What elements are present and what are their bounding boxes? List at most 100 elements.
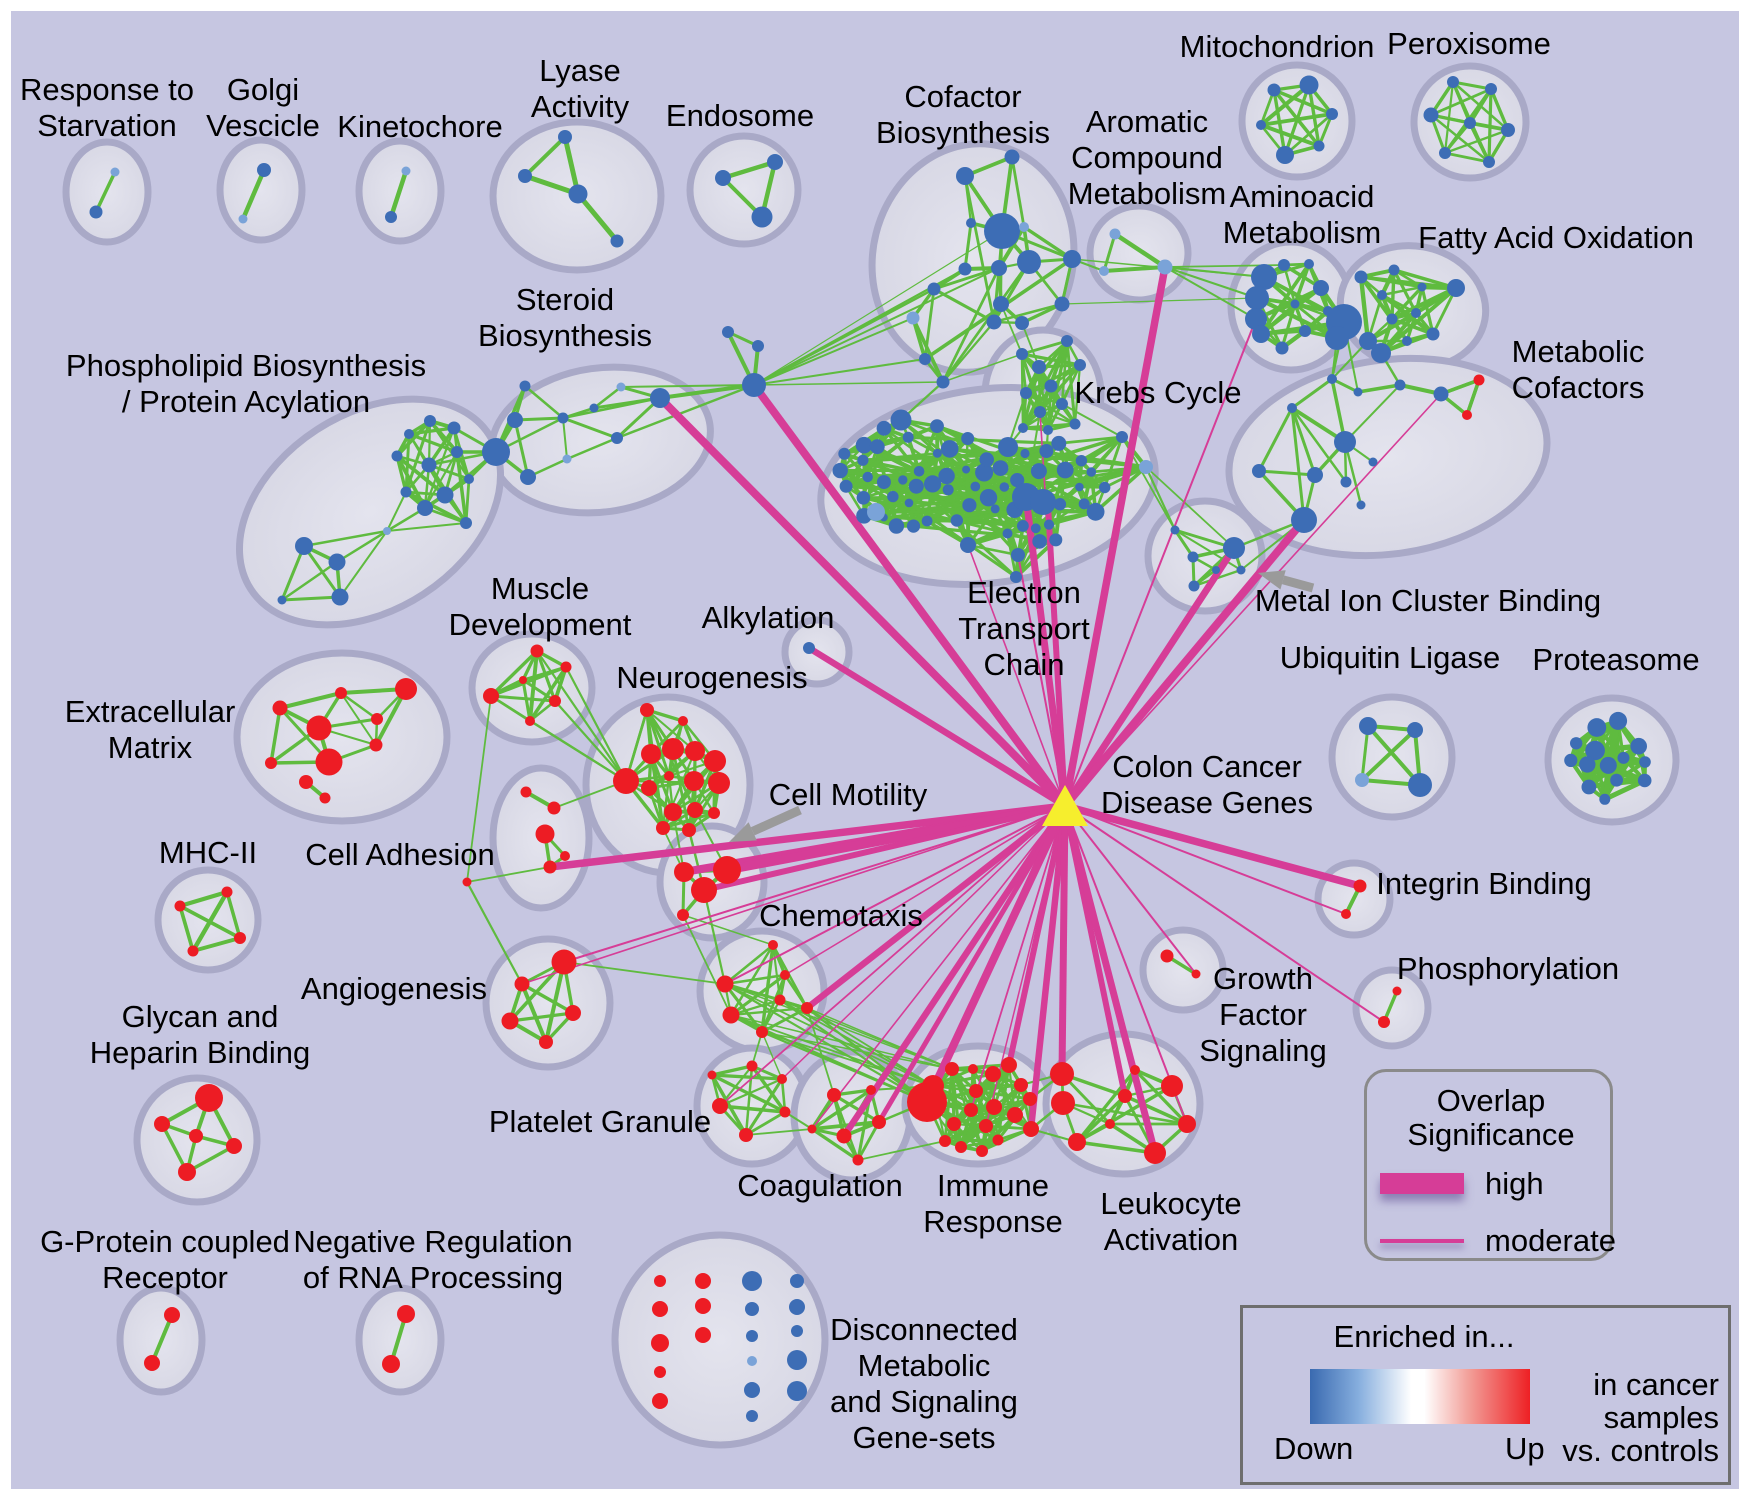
cluster-label-aminoacid-metabolism: Aminoacid [1230, 179, 1375, 214]
gene-set-node-immune-response [964, 1103, 978, 1117]
edge-peroxisome [1443, 121, 1472, 155]
gene-set-node-aminoacid-metabolism [1245, 286, 1269, 310]
edge-cofactor-biosynthesis [941, 320, 996, 384]
edge-phospholipid-biosynthesis [428, 419, 471, 481]
gene-set-node-cofactor-biosynthesis [906, 311, 920, 325]
green-link [466, 695, 492, 883]
edge-metabolic-cofactors [1257, 469, 1317, 477]
hub-label: Disease Genes [1101, 785, 1313, 820]
gene-set-node-integrin-binding [1353, 879, 1367, 893]
gene-set-node-neurogenesis [640, 703, 654, 717]
gene-set-node-electron-transport-chain [1020, 448, 1030, 459]
gene-set-node-immune-response [979, 1119, 993, 1133]
gene-set-node-extracellular-matrix [306, 715, 332, 741]
green-link [753, 358, 926, 386]
gene-set-node-angiogenesis [565, 1005, 581, 1021]
colon-cancer-disease-genes-node [1042, 785, 1088, 826]
gene-set-node-phosphorylation [1392, 986, 1402, 996]
gene-set-node-disconnected-gene-sets [745, 1302, 759, 1316]
cluster-label-extracellular-matrix: Extracellular [65, 694, 236, 729]
cluster-label-coagulation: Coagulation [737, 1168, 902, 1203]
gene-set-node-phospholipid-biosynthesis [277, 595, 287, 605]
gene-set-node-neurogenesis [664, 803, 682, 821]
gene-set-node-fatty-acid-oxidation [1371, 343, 1391, 363]
gene-set-node-aminoacid-metabolism [1299, 325, 1311, 337]
gene-set-node-metal-ion-cluster-binding [1170, 525, 1180, 535]
gene-set-node-muscle-development [560, 661, 572, 673]
overlap-edge-moderate [1064, 805, 1347, 915]
overlap-edge-high [1027, 805, 1069, 1130]
overlap-edge-moderate [1064, 393, 1442, 807]
gene-set-node-electron-transport-chain [998, 437, 1018, 457]
gene-set-node-coagulation [827, 1088, 841, 1102]
legend-overlap-title-line2: Significance [1407, 1117, 1575, 1152]
gene-set-node-leukocyte-activation [1178, 1115, 1196, 1133]
overlap-edge-moderate [811, 805, 1066, 1130]
edge-mitochondrion [1259, 123, 1321, 148]
gene-set-node-kinetochore [385, 211, 397, 223]
gene-set-node-neurogenesis [641, 744, 661, 764]
cluster-bubble-golgi-vescicle [216, 136, 306, 244]
edge-peroxisome [1489, 87, 1510, 132]
gene-set-node-steroid-biosynthesis [557, 412, 569, 424]
green-link [466, 866, 551, 883]
edge-cofactor-biosynthesis [911, 316, 945, 384]
gene-set-node-immune-response [976, 1145, 988, 1157]
cluster-label-extracellular-matrix: Matrix [108, 730, 193, 765]
gene-set-node-immune-response [945, 1062, 959, 1076]
overlap-edge-moderate [563, 805, 1066, 963]
gene-set-node-cofactor-biosynthesis [993, 296, 1009, 312]
edge-leukocyte-activation [1075, 1068, 1137, 1144]
gene-set-node-electron-transport-chain [930, 419, 944, 433]
gene-set-node-golgi-vescicle [257, 163, 271, 177]
gene-set-node-glycan-and-heparin-binding [154, 1116, 170, 1132]
edge-coagulation [810, 1120, 881, 1131]
cluster-label-mhc-ii: MHC-II [159, 835, 257, 870]
gene-set-node-proteasome [1617, 751, 1630, 764]
gene-set-node-metabolic-cofactors [1394, 379, 1406, 391]
cluster-label-cell-adhesion: Cell Adhesion [305, 837, 495, 872]
edge-fatty-acid-oxidation [1365, 310, 1419, 344]
gene-set-node-immune-response [922, 1075, 944, 1097]
cluster-label-aromatic-compound-metabolism: Compound [1071, 140, 1223, 175]
green-link [620, 384, 755, 388]
gene-set-node-aminoacid-metabolism [1252, 325, 1270, 343]
gene-set-node-immune-response [992, 1134, 1004, 1146]
gene-set-node-cell-adhesion [520, 786, 532, 798]
edge-fatty-acid-oxidation [1359, 275, 1458, 290]
cluster-label-mitochondrion: Mitochondrion [1180, 29, 1375, 64]
gene-set-node-mitochondrion [1267, 83, 1281, 97]
gene-set-node-muscle-development [519, 676, 527, 684]
gene-set-node-coagulation [852, 1154, 864, 1166]
gene-set-node-phospholipid-biosynthesis [436, 486, 454, 504]
cluster-label-phospholipid-biosynthesis: / Protein Acylation [122, 384, 370, 419]
gene-set-node-lyase-activity [610, 234, 624, 248]
gene-set-node-lyase-activity [558, 130, 572, 144]
cluster-label-metabolic-cofactors: Metabolic [1512, 334, 1645, 369]
gene-set-node-phospholipid-biosynthesis [391, 450, 403, 462]
edge-mhc-ii [178, 904, 242, 940]
edge-muscle-development [521, 678, 557, 703]
gene-set-node-angiogenesis [501, 1012, 519, 1030]
gene-set-node-leukocyte-activation [1144, 1142, 1166, 1164]
edge-leukocyte-activation [1123, 1094, 1189, 1126]
green-link [553, 699, 628, 783]
gene-set-node-leukocyte-activation [1068, 1133, 1086, 1151]
overlap-edge-moderate [967, 544, 1066, 807]
green-link [806, 1007, 835, 1096]
gene-set-node-electron-transport-chain [999, 482, 1010, 492]
gene-set-node-electron-transport-chain [962, 465, 971, 474]
edge-cofactor-biosynthesis [1010, 155, 1026, 229]
gene-set-node-steroid-biosynthesis [520, 469, 536, 485]
cluster-bubble-growth-factor-signaling [1139, 926, 1227, 1014]
gene-set-node-endosome [751, 206, 773, 228]
gene-set-node-leukocyte-activation [1051, 1091, 1075, 1115]
gene-set-node-immune-response [1014, 1078, 1028, 1092]
gene-set-node-fatty-acid-oxidation [1426, 327, 1440, 341]
gene-set-node-immune-response [1023, 1121, 1039, 1137]
gene-set-node-neurogenesis [664, 771, 674, 781]
green-link [1145, 466, 1235, 549]
gene-set-node-disconnected-gene-sets [744, 1382, 760, 1398]
gene-set-node-glycan-and-heparin-binding [195, 1084, 223, 1112]
cluster-label-growth-factor-signaling: Growth [1213, 961, 1313, 996]
